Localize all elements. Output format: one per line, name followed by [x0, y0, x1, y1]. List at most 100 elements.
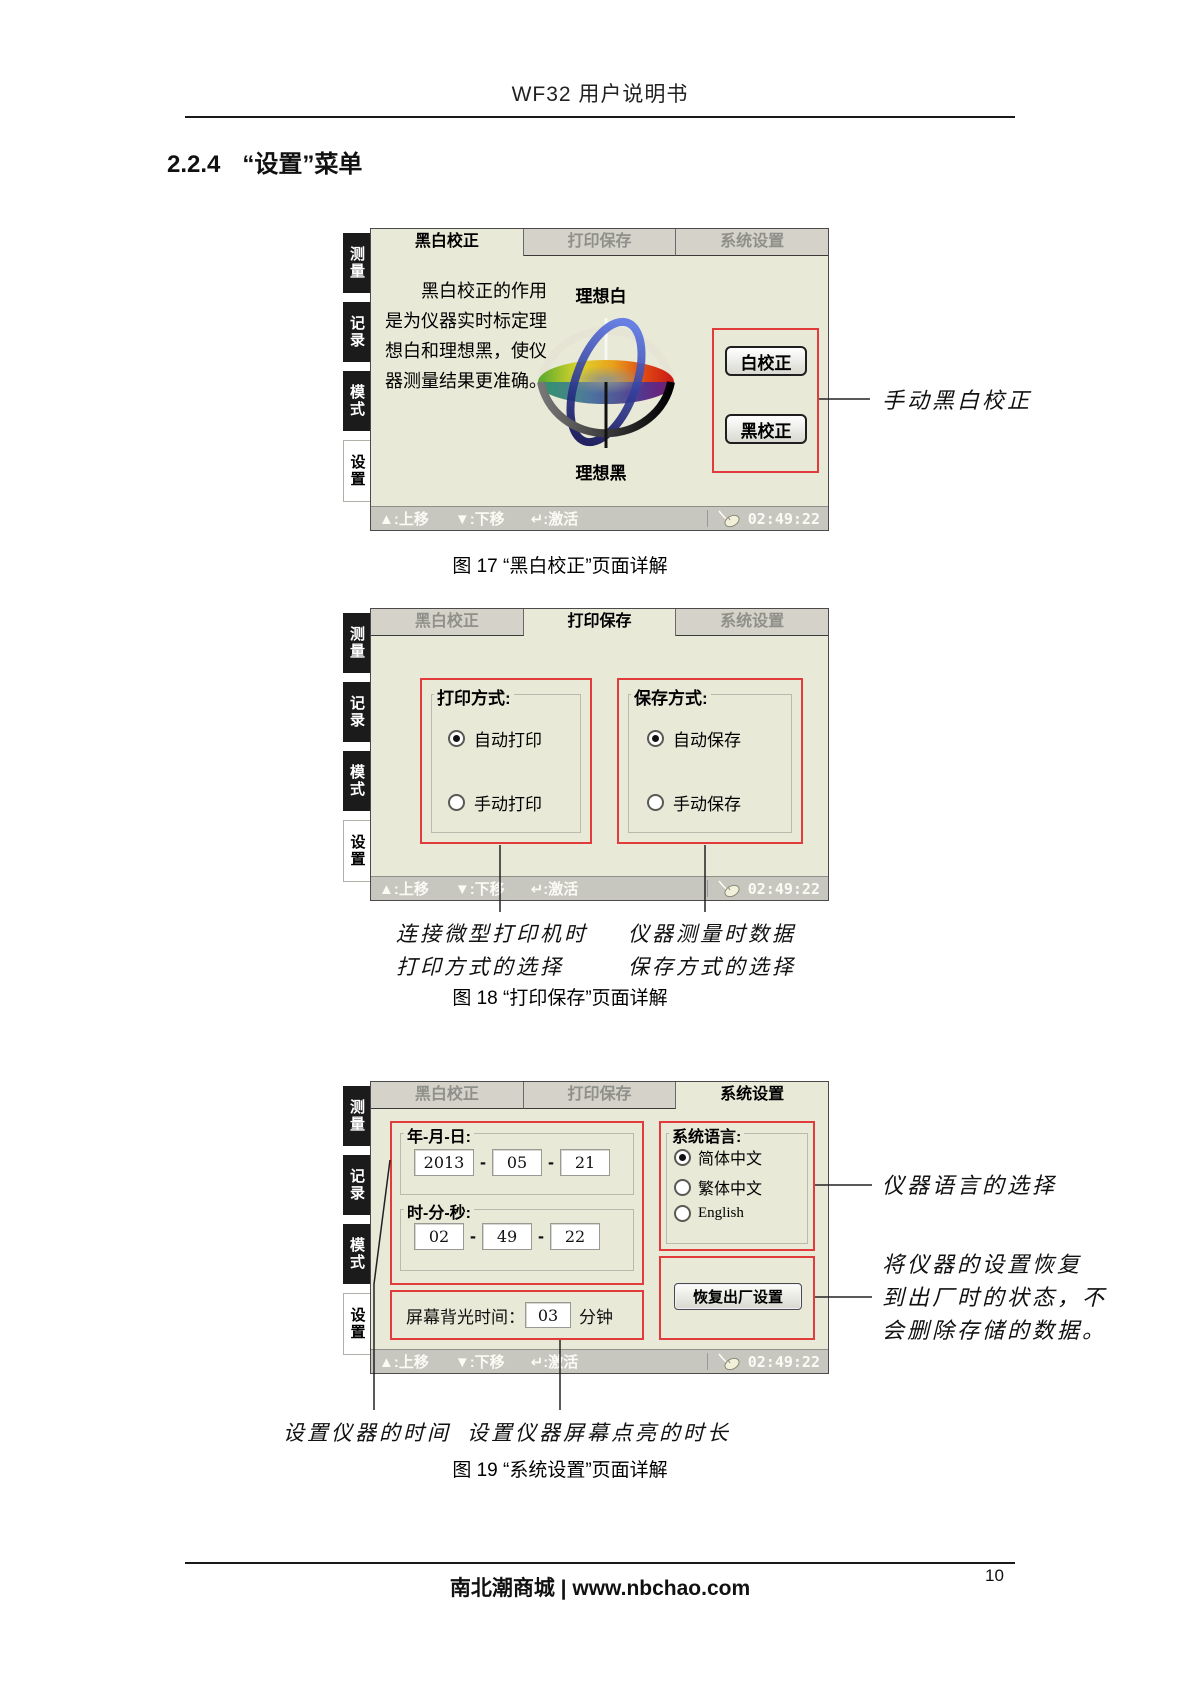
date-separator: -	[548, 1152, 554, 1172]
sidebar-item-mode[interactable]: 模式	[343, 751, 370, 811]
backlight-minutes-field[interactable]: 03	[525, 1302, 571, 1328]
radio-label: 手动打印	[474, 795, 542, 814]
figure-19-caption: 图 19 “系统设置”页面详解	[452, 1460, 668, 1481]
tab-bar: 黑白校正 打印保存 系统设置	[371, 229, 829, 256]
radio-label: 简体中文	[698, 1151, 763, 1168]
status-key-hints: ▲:上移 ▼:下移 ↵:激活	[379, 1351, 707, 1372]
sidebar-item-settings[interactable]: 设置	[343, 820, 370, 882]
radio-auto-print[interactable]: 自动打印	[448, 726, 542, 751]
month-field[interactable]: 05	[492, 1149, 542, 1176]
tab-system-settings[interactable]: 系统设置	[676, 609, 829, 636]
radio-unselected-icon[interactable]	[448, 794, 465, 811]
annotation-line: 会删除存储的数据。	[882, 1318, 1108, 1343]
radio-manual-print[interactable]: 手动打印	[448, 790, 542, 815]
radio-label: 手动保存	[673, 795, 741, 814]
annotation-language-choice: 仪器语言的选择	[882, 1173, 1058, 1198]
second-field[interactable]: 22	[550, 1223, 600, 1250]
bw-description-text: 黑白校正的作用是为仪器实时标定理想白和理想黑，使仪器测量结果更准确。	[385, 281, 547, 391]
sidebar-item-record[interactable]: 记录	[343, 1155, 370, 1215]
screenshot-bw-calibration: 测量 记录 模式 设置 黑白校正 打印保存 系统设置 黑白校正的作用是为仪器实时…	[343, 228, 829, 531]
year-field[interactable]: 2013	[414, 1149, 474, 1176]
tab-system-settings[interactable]: 系统设置	[676, 1082, 829, 1109]
status-bar: ▲:上移 ▼:下移 ↵:激活 02:49:22	[371, 506, 828, 530]
radio-english[interactable]: English	[674, 1205, 744, 1222]
black-calibration-button[interactable]: 黑校正	[725, 414, 807, 444]
annotation-line: 保存方式的选择	[628, 955, 796, 979]
factory-reset-button[interactable]: 恢复出厂设置	[674, 1283, 802, 1310]
radio-simplified-chinese[interactable]: 简体中文	[674, 1145, 762, 1169]
section-heading: 2.2.4“设置”菜单	[167, 144, 362, 179]
minute-field[interactable]: 49	[482, 1223, 532, 1250]
sidebar-item-record[interactable]: 记录	[343, 682, 370, 742]
mouse-icon	[718, 1353, 740, 1370]
print-mode-legend: 打印方式:	[434, 684, 514, 709]
highlight-box-print-mode: 打印方式: 自动打印 手动打印	[420, 678, 592, 844]
header-divider	[185, 116, 1015, 118]
screenshot-print-save: 测量 记录 模式 设置 黑白校正 打印保存 系统设置 打印方式: 自动打印	[343, 608, 829, 901]
key-up-hint: ▲:上移	[379, 881, 429, 898]
backlight-unit: 分钟	[579, 1307, 613, 1327]
sidebar-item-measure[interactable]: 测量	[343, 613, 370, 673]
radio-traditional-chinese[interactable]: 繁体中文	[674, 1175, 762, 1199]
sidebar-item-mode[interactable]: 模式	[343, 371, 370, 431]
date-separator: -	[480, 1152, 486, 1172]
radio-unselected-icon[interactable]	[674, 1205, 691, 1222]
status-key-hints: ▲:上移 ▼:下移 ↵:激活	[379, 508, 707, 529]
status-bar: ▲:上移 ▼:下移 ↵:激活 02:49:22	[371, 876, 828, 900]
tab-print-save[interactable]: 打印保存	[523, 609, 677, 636]
annotation-line: 将仪器的设置恢复	[882, 1252, 1083, 1277]
status-separator	[706, 510, 708, 527]
highlight-box-calibration-buttons: 白校正 黑校正	[712, 328, 819, 473]
mouse-icon	[718, 510, 740, 527]
sidebar-item-mode[interactable]: 模式	[343, 1224, 370, 1284]
status-clock: 02:49:22	[747, 509, 820, 528]
save-mode-legend: 保存方式:	[631, 684, 711, 709]
sidebar-item-measure[interactable]: 测量	[343, 1086, 370, 1146]
status-clock: 02:49:22	[747, 1352, 820, 1371]
language-legend: 系统语言:	[669, 1123, 745, 1147]
radio-selected-icon[interactable]	[674, 1148, 691, 1166]
annotation-line: 到出厂时的状态，不	[882, 1285, 1108, 1310]
radio-selected-icon[interactable]	[448, 730, 465, 747]
radio-selected-icon[interactable]	[647, 730, 664, 747]
sidebar-item-settings[interactable]: 设置	[343, 1293, 370, 1355]
status-bar: ▲:上移 ▼:下移 ↵:激活 02:49:22	[371, 1349, 828, 1373]
annotation-factory-reset: 将仪器的设置恢复 到出厂时的状态，不 会删除存储的数据。	[882, 1248, 1107, 1347]
key-up-hint: ▲:上移	[379, 511, 429, 528]
device-sidebar: 测量 记录 模式 设置	[343, 608, 370, 901]
sidebar-item-settings[interactable]: 设置	[343, 440, 370, 502]
status-clock: 02:49:22	[747, 879, 820, 898]
device-screen: 黑白校正 打印保存 系统设置 打印方式: 自动打印 手动打印	[370, 608, 829, 901]
sidebar-item-record[interactable]: 记录	[343, 302, 370, 362]
sidebar-item-measure[interactable]: 测量	[343, 233, 370, 293]
annotation-line: 连接微型打印机时	[396, 922, 588, 946]
white-calibration-button[interactable]: 白校正	[725, 346, 807, 376]
radio-unselected-icon[interactable]	[674, 1178, 691, 1196]
key-enter-hint: ↵:激活	[530, 881, 579, 898]
key-down-hint: ▼:下移	[454, 511, 505, 528]
key-enter-hint: ↵:激活	[530, 511, 579, 528]
highlight-box-language: 系统语言: 简体中文 繁体中文 English	[659, 1121, 815, 1251]
tab-print-save[interactable]: 打印保存	[523, 1082, 677, 1109]
time-separator: -	[538, 1226, 544, 1246]
tab-bw-calibration[interactable]: 黑白校正	[371, 1082, 524, 1109]
time-separator: -	[470, 1226, 476, 1246]
radio-auto-save[interactable]: 自动保存	[647, 726, 741, 751]
ideal-white-label: 理想白	[575, 287, 627, 306]
day-field[interactable]: 21	[560, 1149, 610, 1176]
tab-print-save[interactable]: 打印保存	[523, 229, 677, 256]
tab-system-settings[interactable]: 系统设置	[676, 229, 829, 256]
radio-label: 自动打印	[474, 731, 542, 750]
figure-17-caption: 图 17 “黑白校正”页面详解	[452, 556, 668, 577]
radio-manual-save[interactable]: 手动保存	[647, 790, 741, 815]
backlight-label: 屏幕背光时间：	[406, 1307, 525, 1327]
footer-text: 南北潮商城 | www.nbchao.com	[449, 1577, 751, 1600]
radio-label: English	[698, 1205, 744, 1221]
hour-field[interactable]: 02	[414, 1223, 464, 1250]
tab-bw-calibration[interactable]: 黑白校正	[371, 229, 524, 256]
key-up-hint: ▲:上移	[379, 1354, 429, 1371]
highlight-box-factory-reset: 恢复出厂设置	[659, 1256, 815, 1340]
tab-bw-calibration[interactable]: 黑白校正	[371, 609, 524, 636]
status-separator	[706, 880, 708, 897]
radio-unselected-icon[interactable]	[647, 794, 664, 811]
